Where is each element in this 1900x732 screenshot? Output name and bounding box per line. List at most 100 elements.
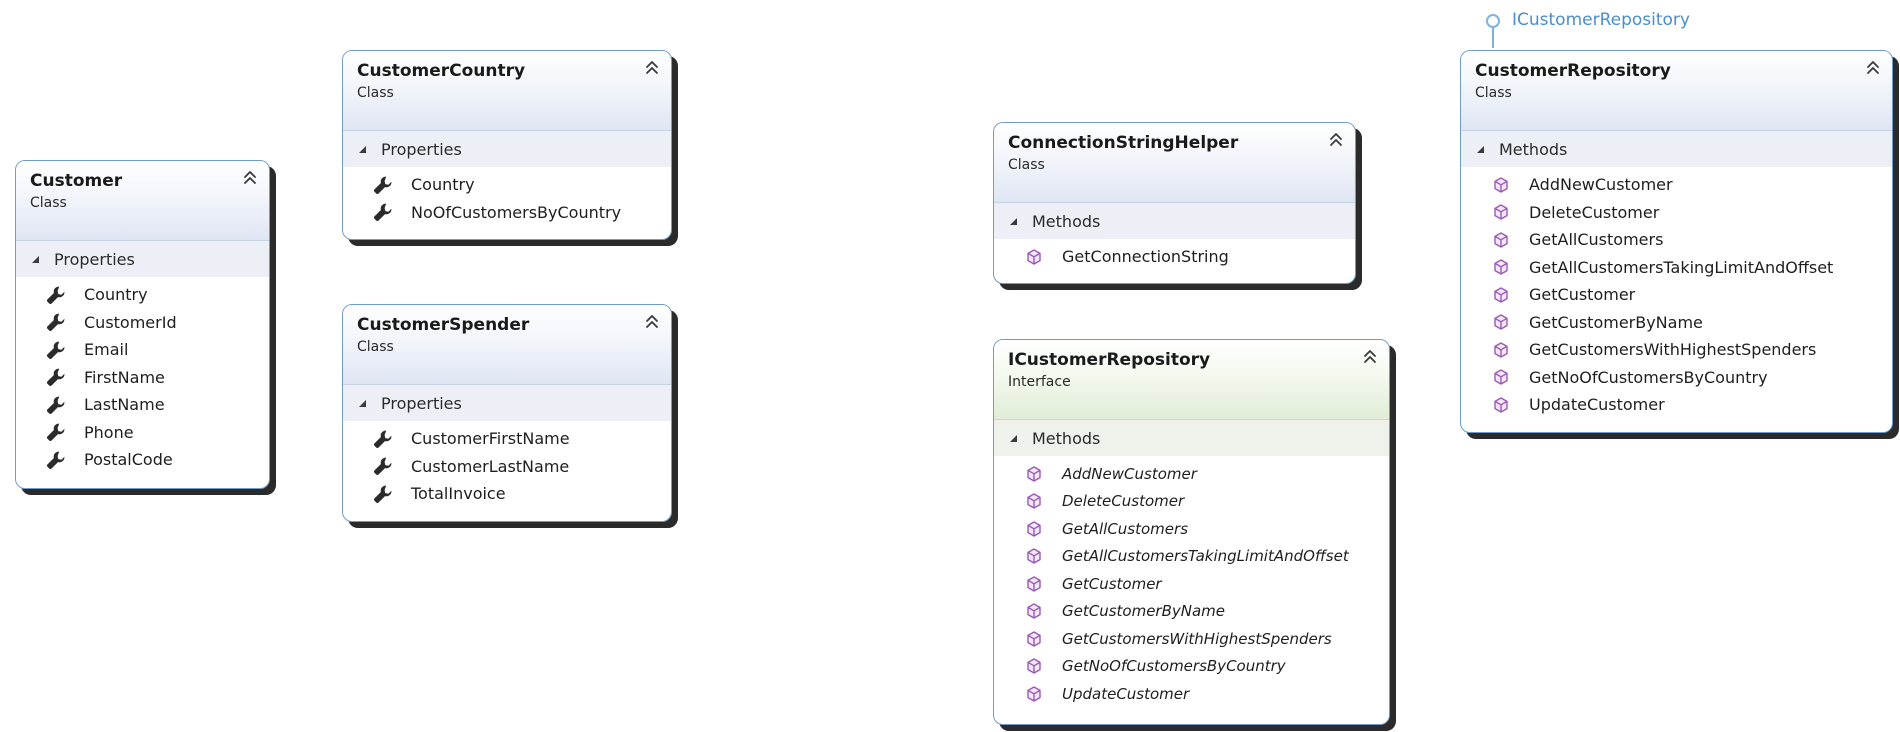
property-name: PostalCode (84, 450, 173, 470)
icustomer-repository-interface-shape[interactable]: ICustomerRepository Interface Methods Ad… (993, 339, 1390, 725)
triangle-down-icon (357, 398, 368, 409)
wrench-icon (373, 175, 393, 195)
method-cube-icon (1491, 395, 1511, 415)
method-name: DeleteCustomer (1062, 492, 1185, 511)
method-cube-icon (1491, 340, 1511, 360)
property-name: Phone (84, 422, 134, 442)
customer-country-class-shape[interactable]: CustomerCountry Class Properties Country… (342, 50, 672, 240)
method-item[interactable]: UpdateCustomer (994, 680, 1389, 708)
method-item[interactable]: AddNewCustomer (994, 460, 1389, 488)
shape-header: CustomerRepository Class (1461, 51, 1892, 131)
collapse-chevron-icon[interactable] (644, 59, 660, 75)
method-name: GetAllCustomers (1062, 519, 1189, 538)
shape-header: ConnectionStringHelper Class (994, 123, 1355, 203)
wrench-icon (46, 395, 66, 415)
property-item[interactable]: Phone (16, 419, 269, 447)
method-item[interactable]: GetConnectionString (994, 243, 1355, 271)
wrench-icon (46, 340, 66, 360)
property-item[interactable]: CustomerFirstName (343, 425, 671, 453)
method-cube-icon (1024, 656, 1044, 676)
method-item[interactable]: GetNoOfCustomersByCountry (1461, 364, 1892, 392)
collapse-chevron-icon[interactable] (1328, 131, 1344, 147)
method-cube-icon (1024, 464, 1044, 484)
method-name: GetNoOfCustomersByCountry (1529, 367, 1768, 387)
method-item[interactable]: GetAllCustomersTakingLimitAndOffset (994, 543, 1389, 571)
method-name: AddNewCustomer (1062, 464, 1197, 483)
method-item[interactable]: GetAllCustomers (1461, 226, 1892, 254)
wrench-icon (373, 202, 393, 222)
method-item[interactable]: AddNewCustomer (1461, 171, 1892, 199)
property-item[interactable]: Email (16, 336, 269, 364)
method-item[interactable]: GetCustomersWithHighestSpenders (994, 625, 1389, 653)
property-name: CustomerLastName (411, 456, 570, 476)
wrench-icon (373, 484, 393, 504)
interface-lollipop[interactable]: ICustomerRepository (1486, 10, 1746, 50)
collapse-chevron-icon[interactable] (1865, 59, 1881, 75)
property-item[interactable]: Country (16, 281, 269, 309)
wrench-icon (373, 456, 393, 476)
compartment-label: Methods (1032, 428, 1101, 448)
class-name: ConnectionStringHelper (1008, 133, 1239, 153)
method-item[interactable]: GetCustomer (1461, 281, 1892, 309)
property-item[interactable]: NoOfCustomersByCountry (343, 199, 671, 227)
method-name: GetCustomerByName (1062, 602, 1226, 621)
compartment-header-properties[interactable]: Properties (343, 131, 671, 167)
wrench-icon (373, 429, 393, 449)
method-item[interactable]: GetCustomer (994, 570, 1389, 598)
compartment-header-properties[interactable]: Properties (16, 241, 269, 277)
method-name: GetCustomerByName (1529, 312, 1703, 332)
shape-header: Customer Class (16, 161, 269, 241)
property-name: FirstName (84, 367, 165, 387)
method-item[interactable]: DeleteCustomer (994, 488, 1389, 516)
class-stereotype: Class (30, 195, 67, 211)
method-name: GetCustomersWithHighestSpenders (1062, 629, 1332, 648)
method-cube-icon (1491, 312, 1511, 332)
compartment-header-properties[interactable]: Properties (343, 385, 671, 421)
method-item[interactable]: GetAllCustomers (994, 515, 1389, 543)
triangle-down-icon (1008, 433, 1019, 444)
class-name: Customer (30, 171, 123, 191)
method-item[interactable]: GetNoOfCustomersByCountry (994, 653, 1389, 681)
method-name: GetAllCustomersTakingLimitAndOffset (1529, 257, 1834, 277)
compartment-header-methods[interactable]: Methods (1461, 131, 1892, 167)
property-item[interactable]: TotalInvoice (343, 480, 671, 508)
method-item[interactable]: GetAllCustomersTakingLimitAndOffset (1461, 254, 1892, 282)
property-item[interactable]: Country (343, 171, 671, 199)
property-name: TotalInvoice (411, 484, 506, 504)
method-cube-icon (1024, 629, 1044, 649)
property-item[interactable]: LastName (16, 391, 269, 419)
collapse-chevron-icon[interactable] (644, 313, 660, 329)
method-cube-icon (1024, 519, 1044, 539)
property-item[interactable]: FirstName (16, 364, 269, 392)
compartment-label: Properties (381, 393, 462, 413)
method-name: GetNoOfCustomersByCountry (1062, 657, 1286, 676)
collapse-chevron-icon[interactable] (242, 169, 258, 185)
method-item[interactable]: UpdateCustomer (1461, 391, 1892, 419)
property-item[interactable]: CustomerLastName (343, 453, 671, 481)
property-name: NoOfCustomersByCountry (411, 202, 622, 222)
method-item[interactable]: DeleteCustomer (1461, 199, 1892, 227)
collapse-chevron-icon[interactable] (1362, 348, 1378, 364)
method-name: UpdateCustomer (1062, 684, 1190, 703)
triangle-down-icon (357, 144, 368, 155)
lollipop-stem (1492, 28, 1494, 48)
method-item[interactable]: GetCustomerByName (994, 598, 1389, 626)
method-item[interactable]: GetCustomersWithHighestSpenders (1461, 336, 1892, 364)
method-item[interactable]: GetCustomerByName (1461, 309, 1892, 337)
connection-string-helper-class-shape[interactable]: ConnectionStringHelper Class Methods Get… (993, 122, 1356, 284)
property-name: Country (411, 175, 475, 195)
property-item[interactable]: CustomerId (16, 309, 269, 337)
compartment-header-methods[interactable]: Methods (994, 420, 1389, 456)
wrench-icon (46, 312, 66, 332)
customer-spender-class-shape[interactable]: CustomerSpender Class Properties Custome… (342, 304, 672, 522)
property-item[interactable]: PostalCode (16, 446, 269, 474)
class-stereotype: Class (1475, 85, 1512, 101)
customer-repository-class-shape[interactable]: CustomerRepository Class Methods AddNewC… (1460, 50, 1893, 433)
compartment-header-methods[interactable]: Methods (994, 203, 1355, 239)
method-name: GetAllCustomers (1529, 230, 1664, 250)
lollipop-label[interactable]: ICustomerRepository (1512, 10, 1690, 30)
method-cube-icon (1491, 367, 1511, 387)
